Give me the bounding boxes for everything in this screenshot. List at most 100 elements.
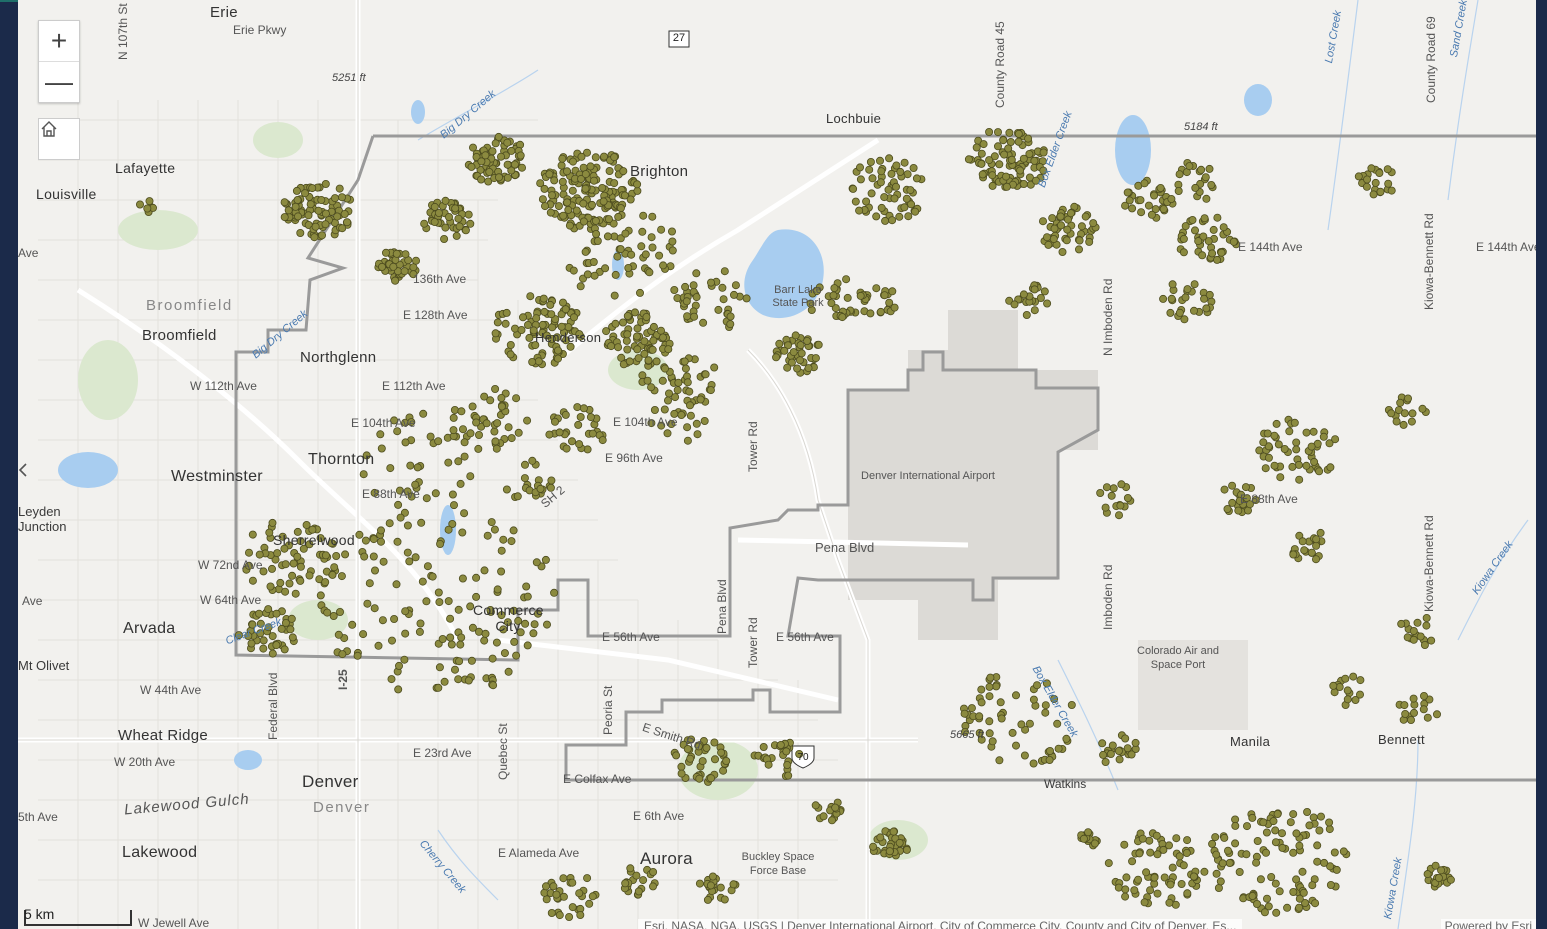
well-point[interactable] bbox=[494, 173, 503, 182]
well-point[interactable] bbox=[543, 620, 552, 629]
well-point[interactable] bbox=[671, 393, 680, 402]
well-point[interactable] bbox=[512, 394, 521, 403]
well-point[interactable] bbox=[494, 132, 503, 141]
well-point[interactable] bbox=[467, 656, 476, 665]
well-point[interactable] bbox=[1183, 285, 1192, 294]
well-point[interactable] bbox=[1280, 444, 1289, 453]
well-point[interactable] bbox=[1189, 872, 1198, 881]
well-point[interactable] bbox=[1188, 215, 1197, 224]
well-point[interactable] bbox=[1437, 866, 1446, 875]
well-point[interactable] bbox=[579, 404, 588, 413]
well-point[interactable] bbox=[435, 598, 444, 607]
well-point[interactable] bbox=[647, 419, 656, 428]
well-point[interactable] bbox=[1267, 873, 1276, 882]
well-point[interactable] bbox=[681, 364, 690, 373]
well-point[interactable] bbox=[334, 630, 343, 639]
well-point[interactable] bbox=[509, 606, 518, 615]
well-point[interactable] bbox=[244, 561, 253, 570]
well-point[interactable] bbox=[598, 183, 607, 192]
well-point[interactable] bbox=[907, 200, 916, 209]
well-point[interactable] bbox=[978, 170, 987, 179]
well-point[interactable] bbox=[640, 337, 649, 346]
well-point[interactable] bbox=[266, 582, 275, 591]
well-point[interactable] bbox=[536, 484, 545, 493]
well-point[interactable] bbox=[631, 308, 640, 317]
well-point[interactable] bbox=[1194, 237, 1203, 246]
well-point[interactable] bbox=[1200, 214, 1209, 223]
well-point[interactable] bbox=[1002, 172, 1011, 181]
well-point[interactable] bbox=[811, 354, 820, 363]
well-point[interactable] bbox=[332, 552, 341, 561]
well-point[interactable] bbox=[1264, 453, 1273, 462]
well-point[interactable] bbox=[554, 202, 563, 211]
well-point[interactable] bbox=[1408, 409, 1417, 418]
well-point[interactable] bbox=[548, 191, 557, 200]
well-point[interactable] bbox=[1263, 894, 1272, 903]
well-point[interactable] bbox=[145, 197, 154, 206]
well-point[interactable] bbox=[1202, 304, 1211, 313]
well-point[interactable] bbox=[385, 519, 394, 528]
well-point[interactable] bbox=[1289, 810, 1298, 819]
well-point[interactable] bbox=[503, 138, 512, 147]
well-point[interactable] bbox=[492, 638, 501, 647]
well-point[interactable] bbox=[636, 288, 645, 297]
well-point[interactable] bbox=[493, 318, 502, 327]
well-point[interactable] bbox=[677, 769, 686, 778]
well-point[interactable] bbox=[849, 184, 858, 193]
well-point[interactable] bbox=[674, 378, 683, 387]
well-point[interactable] bbox=[1109, 484, 1118, 493]
well-point[interactable] bbox=[1331, 435, 1340, 444]
well-point[interactable] bbox=[672, 751, 681, 760]
well-point[interactable] bbox=[401, 250, 410, 259]
well-point[interactable] bbox=[1213, 213, 1222, 222]
well-point[interactable] bbox=[647, 233, 656, 242]
well-point[interactable] bbox=[330, 194, 339, 203]
well-point[interactable] bbox=[280, 213, 289, 222]
well-point[interactable] bbox=[1292, 829, 1301, 838]
well-point[interactable] bbox=[649, 322, 658, 331]
well-point[interactable] bbox=[588, 200, 597, 209]
well-point[interactable] bbox=[1106, 750, 1115, 759]
well-point[interactable] bbox=[1179, 248, 1188, 257]
well-point[interactable] bbox=[370, 566, 379, 575]
well-point[interactable] bbox=[255, 550, 264, 559]
well-point[interactable] bbox=[1042, 679, 1051, 688]
well-point[interactable] bbox=[819, 812, 828, 821]
well-point[interactable] bbox=[1123, 188, 1132, 197]
well-point[interactable] bbox=[460, 509, 469, 518]
well-point[interactable] bbox=[487, 518, 496, 527]
well-point[interactable] bbox=[994, 142, 1003, 151]
well-point[interactable] bbox=[1410, 708, 1419, 717]
well-point[interactable] bbox=[1090, 839, 1099, 848]
well-point[interactable] bbox=[1205, 164, 1214, 173]
well-point[interactable] bbox=[1285, 427, 1294, 436]
well-point[interactable] bbox=[1278, 829, 1287, 838]
well-point[interactable] bbox=[866, 309, 875, 318]
well-point[interactable] bbox=[1008, 728, 1017, 737]
well-point[interactable] bbox=[267, 564, 276, 573]
well-point[interactable] bbox=[474, 430, 483, 439]
well-point[interactable] bbox=[714, 305, 723, 314]
well-point[interactable] bbox=[912, 174, 921, 183]
well-point[interactable] bbox=[530, 620, 539, 629]
well-point[interactable] bbox=[1005, 128, 1014, 137]
well-point[interactable] bbox=[426, 432, 435, 441]
map-attribution[interactable]: Esri, NASA, NGA, USGS | Denver Internati… bbox=[638, 919, 1243, 929]
well-point[interactable] bbox=[497, 402, 506, 411]
well-point[interactable] bbox=[888, 216, 897, 225]
well-point[interactable] bbox=[532, 314, 541, 323]
well-point[interactable] bbox=[1261, 464, 1270, 473]
well-point[interactable] bbox=[493, 419, 502, 428]
well-point[interactable] bbox=[490, 427, 499, 436]
well-point[interactable] bbox=[1235, 868, 1244, 877]
well-point[interactable] bbox=[1019, 179, 1028, 188]
well-point[interactable] bbox=[995, 160, 1004, 169]
well-point[interactable] bbox=[673, 386, 682, 395]
well-point[interactable] bbox=[362, 451, 371, 460]
well-point[interactable] bbox=[627, 250, 636, 259]
well-point[interactable] bbox=[1200, 867, 1209, 876]
well-point[interactable] bbox=[516, 151, 525, 160]
well-point[interactable] bbox=[460, 452, 469, 461]
well-point[interactable] bbox=[1115, 511, 1124, 520]
well-point[interactable] bbox=[1156, 183, 1165, 192]
